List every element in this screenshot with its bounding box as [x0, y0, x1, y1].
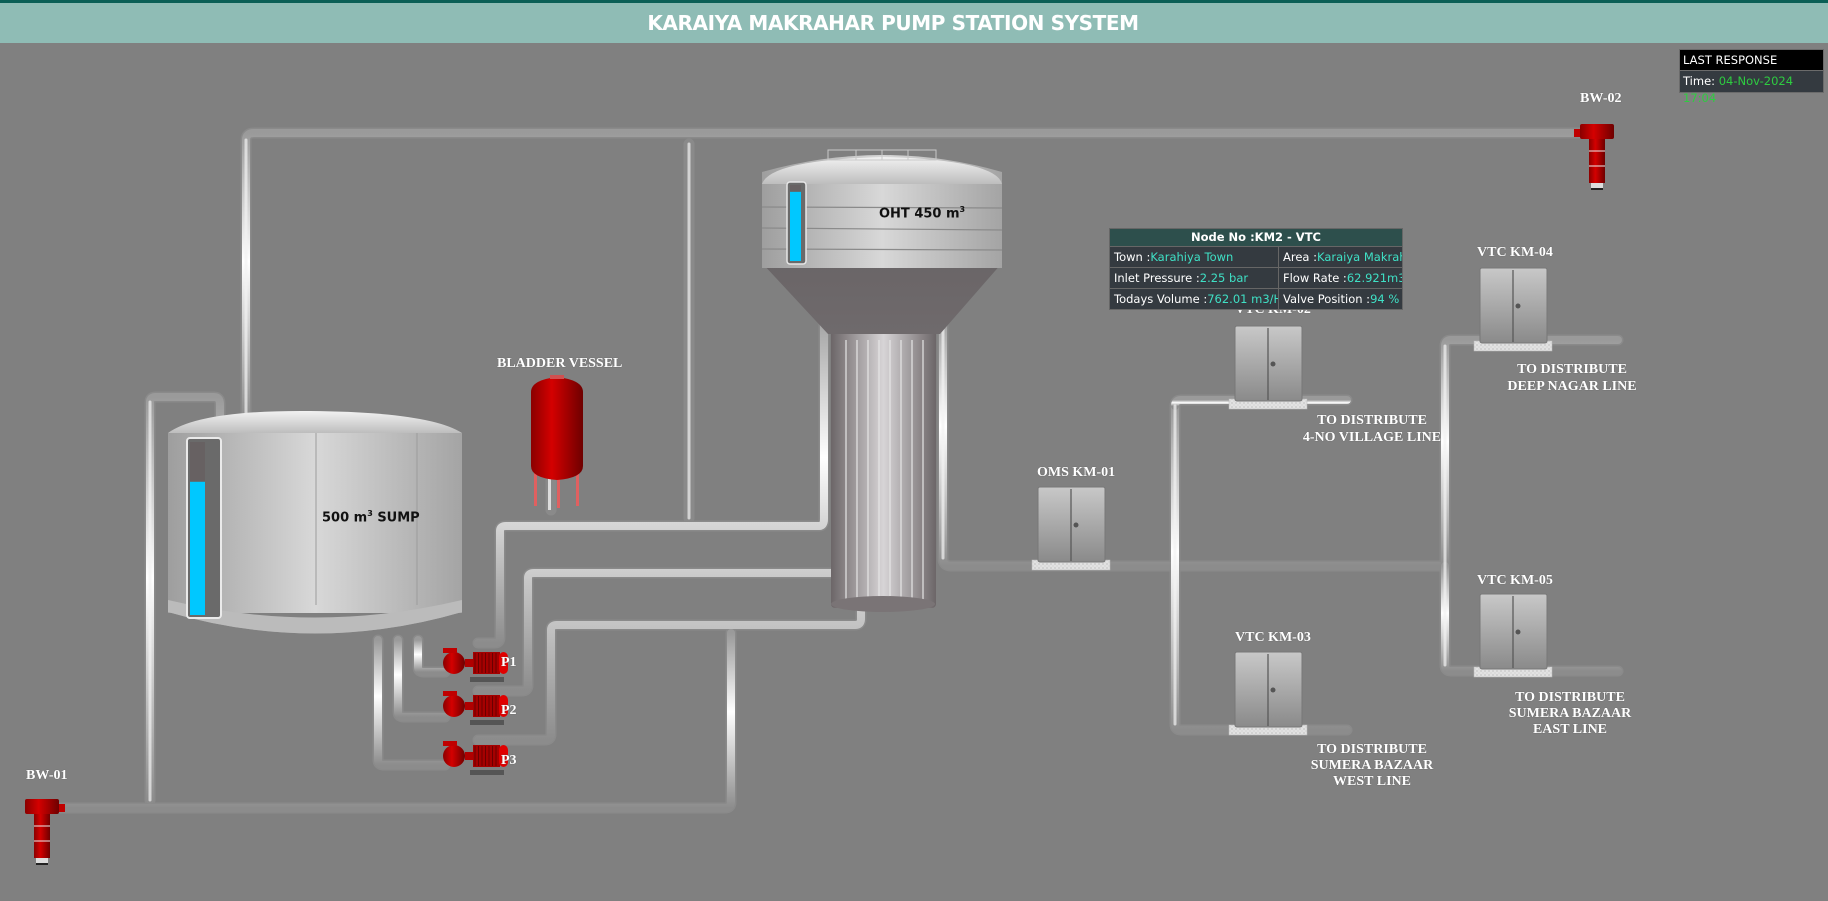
- sump-tank: [168, 410, 462, 634]
- cabinet-lock-icon: [1270, 687, 1276, 693]
- vtc-km-03-label[interactable]: VTC KM-03: [1235, 630, 1311, 645]
- dest-line-1: TO DISTRIBUTE: [1317, 413, 1427, 428]
- inlet-pressure-field: Inlet Pressure :2.25 bar: [1110, 268, 1279, 288]
- pump-motor: [473, 745, 500, 767]
- page-title: KARAIYA MAKRAHAR PUMP STATION SYSTEM: [647, 11, 1139, 35]
- vtc-km-05-label[interactable]: VTC KM-05: [1477, 573, 1553, 588]
- dest-line-3: WEST LINE: [1333, 774, 1411, 789]
- borewell-column: [34, 814, 50, 858]
- borewell-bw01[interactable]: [25, 799, 65, 865]
- dest-line-1: TO DISTRIBUTE: [1517, 362, 1627, 377]
- pump-p3[interactable]: [443, 741, 508, 775]
- pump-coupling: [465, 659, 473, 667]
- bw-02-label[interactable]: BW-02: [1580, 91, 1622, 106]
- bw-01-label[interactable]: BW-01: [26, 768, 68, 783]
- cabinet-lock-icon: [1270, 361, 1276, 367]
- dest-sumera-bazaar-east: TO DISTRIBUTE SUMERA BAZAAR EAST LINE: [1500, 690, 1640, 738]
- time-value: 04-Nov-2024 17:04: [1683, 74, 1794, 105]
- cabinet-lock-icon: [1515, 629, 1521, 635]
- borewell-outlet: [1574, 129, 1580, 137]
- pump-p3-label: P3: [501, 753, 517, 768]
- pump-p2-label: P2: [501, 703, 517, 718]
- dest-line-2: SUMERA BAZAAR: [1508, 706, 1632, 721]
- pump-base: [470, 720, 504, 725]
- pump-motor-cap: [499, 745, 508, 767]
- pump-outlet: [443, 648, 457, 653]
- cabinet-oms-km-01[interactable]: [1031, 486, 1111, 571]
- bladder-vessel: [531, 375, 583, 510]
- borewell-foot: [36, 863, 48, 865]
- pump-volute: [443, 695, 465, 717]
- pipe-network: [54, 127, 1624, 814]
- cabinet-vtc-km-02[interactable]: [1228, 325, 1308, 410]
- dest-4-no-village-line: TO DISTRIBUTE 4-NO VILLAGE LINE: [1302, 412, 1442, 446]
- pump-coupling: [465, 752, 473, 760]
- pump-volute: [443, 652, 465, 674]
- pump-outlet: [443, 741, 457, 746]
- pump-p1[interactable]: [443, 648, 508, 682]
- town-field: Town :Karahiya Town: [1110, 247, 1279, 267]
- todays-volume-field: Todays Volume :762.01 m3/Hr: [1110, 289, 1279, 309]
- borewell-screen: [1591, 183, 1603, 188]
- oms-km-01-label[interactable]: OMS KM-01: [1037, 465, 1116, 480]
- cabinet-vtc-km-03[interactable]: [1228, 651, 1308, 736]
- borewell-head: [25, 799, 59, 814]
- cabinet-vtc-km-04[interactable]: [1473, 267, 1553, 352]
- last-response-label: LAST RESPONSE: [1680, 50, 1823, 70]
- valve-position-field: Valve Position :94 %: [1283, 292, 1400, 306]
- pump-volute: [443, 745, 465, 767]
- borewell-foot: [1591, 188, 1603, 190]
- borewell-bw02[interactable]: [1574, 124, 1614, 190]
- dest-line-2: 4-NO VILLAGE LINE: [1302, 430, 1442, 445]
- node-row-pressure-flow: Inlet Pressure :2.25 bar Flow Rate :62.9…: [1110, 268, 1402, 289]
- borewell-screen: [36, 858, 48, 863]
- pump-motor-cap: [499, 652, 508, 674]
- sump-label: 500 m3 SUMP: [322, 509, 420, 526]
- dest-line-1: TO DISTRIBUTE: [1317, 742, 1427, 757]
- area-field: Area :Karaiya Makrahar: [1283, 250, 1402, 264]
- pump-motor-cap: [499, 695, 508, 717]
- sump-level-gauge: [186, 437, 222, 619]
- top-accent-bar: [0, 0, 1828, 3]
- dest-line-2: DEEP NAGAR LINE: [1507, 379, 1637, 394]
- borewell-column: [1589, 139, 1605, 183]
- cabinet-lock-icon: [1073, 522, 1079, 528]
- bladder-vessel-label: BLADDER VESSEL: [497, 356, 623, 371]
- last-response-time: Time: 04-Nov-2024 17:04: [1680, 70, 1823, 105]
- dest-line-2: SUMERA BAZAAR: [1310, 758, 1434, 773]
- cabinet-lock-icon: [1515, 303, 1521, 309]
- oht-level-gauge: [786, 181, 807, 265]
- dest-line-3: EAST LINE: [1532, 722, 1608, 737]
- pump-motor: [473, 652, 500, 674]
- oht-inlet-pipes: [820, 306, 947, 619]
- node-info-panel: Node No :KM2 - VTC Town :Karahiya Town A…: [1109, 228, 1403, 310]
- flow-rate-field: Flow Rate :62.921m3: [1283, 271, 1402, 285]
- cabinet-vtc-km-05[interactable]: [1473, 593, 1553, 678]
- dest-line-1: TO DISTRIBUTE: [1515, 690, 1625, 705]
- borewell-head: [1580, 124, 1614, 139]
- dest-sumera-bazaar-west: TO DISTRIBUTE SUMERA BAZAAR WEST LINE: [1302, 742, 1442, 790]
- node-row-volume-valve: Todays Volume :762.01 m3/Hr Valve Positi…: [1110, 289, 1402, 309]
- borewell-outlet: [59, 804, 65, 812]
- pump-p2[interactable]: [443, 691, 508, 725]
- pump-motor: [473, 695, 500, 717]
- pump-p1-label: P1: [501, 655, 517, 670]
- header-bar: KARAIYA MAKRAHAR PUMP STATION SYSTEM: [0, 3, 1828, 43]
- vtc-km-04-label[interactable]: VTC KM-04: [1477, 245, 1553, 260]
- time-label: Time:: [1683, 74, 1716, 88]
- last-response-panel: LAST RESPONSE Time: 04-Nov-2024 17:04: [1679, 49, 1824, 105]
- oht-level-fill: [790, 191, 801, 261]
- pump-base: [470, 770, 504, 775]
- pump-outlet: [443, 691, 457, 696]
- pump-coupling: [465, 702, 473, 710]
- oht-label: OHT 450 m3: [879, 205, 966, 222]
- node-row-town-area: Town :Karahiya Town Area :Karaiya Makrah…: [1110, 247, 1402, 268]
- sump-level-fill: [190, 481, 205, 615]
- node-title: Node No :KM2 - VTC: [1110, 229, 1402, 247]
- pump-base: [470, 677, 504, 682]
- dest-deep-nagar-line: TO DISTRIBUTE DEEP NAGAR LINE: [1502, 361, 1642, 395]
